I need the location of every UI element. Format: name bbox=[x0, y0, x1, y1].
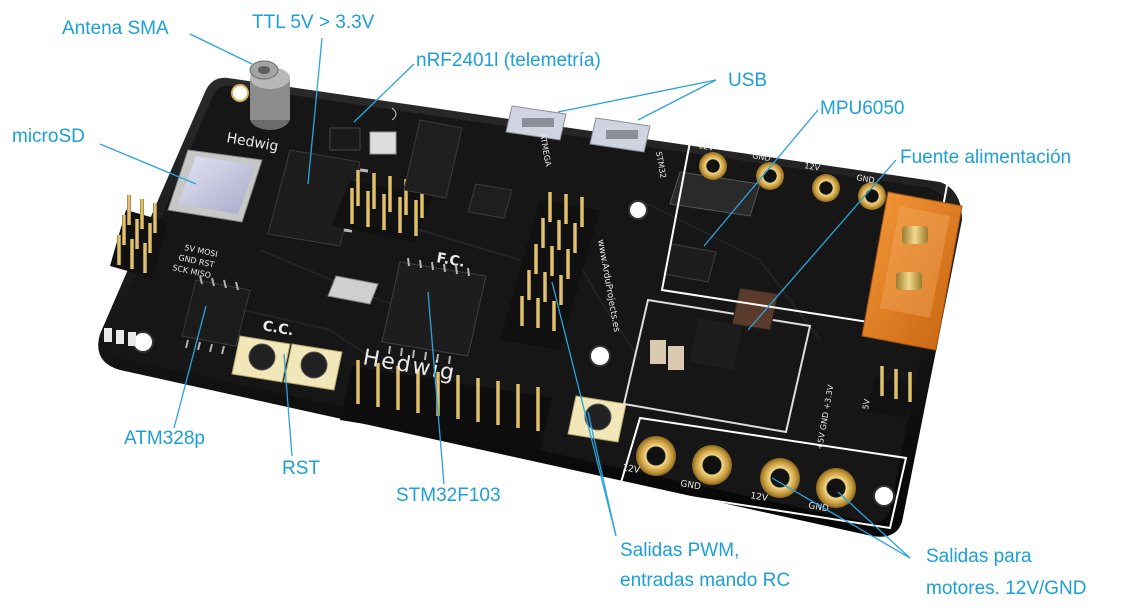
power-supply-module bbox=[622, 287, 812, 434]
callout-stm32f103: STM32F103 bbox=[396, 485, 501, 506]
atm328p-chip bbox=[181, 275, 251, 355]
leader-usb-2 bbox=[637, 79, 717, 121]
callout-antena-sma: Antena SMA bbox=[62, 18, 169, 39]
callout-pwm-line2: entradas mando RC bbox=[620, 570, 791, 591]
usb-ports bbox=[505, 105, 651, 153]
callout-usb: USB bbox=[728, 70, 768, 91]
silk-12v-top2: 12V bbox=[804, 161, 821, 173]
silk-5v: 5V bbox=[861, 398, 872, 410]
center-pin-header bbox=[332, 170, 432, 242]
leader-lines bbox=[99, 33, 911, 559]
silk-gnd-a: GND bbox=[679, 479, 701, 492]
pwm-rc-pin-header bbox=[500, 192, 600, 350]
sma-antenna-connector bbox=[249, 60, 290, 130]
leader-motor-2 bbox=[837, 491, 911, 559]
silk-gnd-top: GND bbox=[752, 151, 772, 163]
leader-antena bbox=[189, 33, 253, 65]
leader-stm bbox=[427, 291, 445, 485]
silk-gnd-top2: GND bbox=[856, 173, 876, 185]
bottom-pin-header bbox=[340, 360, 552, 452]
motor-output-pads bbox=[618, 416, 908, 530]
leader-nrf bbox=[353, 63, 415, 123]
callout-mpu6050: MPU6050 bbox=[820, 98, 905, 119]
callout-pwm-line1: Salidas PWM, bbox=[620, 540, 740, 561]
callout-atm328p: ATM328p bbox=[124, 428, 205, 449]
leader-motor-1 bbox=[771, 477, 911, 559]
leader-rst bbox=[283, 353, 293, 457]
silk-cc: C.C. bbox=[261, 318, 294, 339]
crystal-oscillator bbox=[327, 275, 379, 305]
leader-mpu bbox=[703, 109, 819, 247]
leader-pwm-2 bbox=[587, 411, 617, 537]
stm32f103-chip bbox=[381, 257, 487, 365]
leader-usb-1 bbox=[557, 79, 717, 113]
isp-pin-header bbox=[110, 195, 168, 278]
silk-12v-top: 12V bbox=[698, 141, 715, 153]
leader-atm bbox=[173, 305, 207, 429]
leader-pwm-1 bbox=[551, 281, 617, 537]
usb-serial-chips bbox=[403, 119, 513, 219]
leader-fuente bbox=[747, 159, 897, 331]
silk-12v-a: 12V bbox=[621, 463, 641, 476]
silk-fc: F.C. bbox=[435, 250, 466, 271]
leader-microsd bbox=[99, 143, 197, 185]
callout-ttl: TTL 5V > 3.3V bbox=[252, 12, 375, 33]
leader-ttl bbox=[307, 37, 323, 185]
microsd-slot bbox=[167, 149, 263, 223]
callout-rst: RST bbox=[282, 458, 320, 479]
callout-motores-line1: Salidas para bbox=[926, 546, 1032, 567]
reset-buttons bbox=[231, 335, 627, 443]
power-input-connector bbox=[861, 191, 963, 351]
power-switch bbox=[669, 171, 761, 217]
callout-fuente: Fuente alimentación bbox=[900, 147, 1072, 168]
silk-12v-b: 12V bbox=[749, 491, 769, 504]
status-leds bbox=[104, 328, 136, 346]
callout-motores-line2: motores. 12V/GND bbox=[926, 578, 1087, 599]
callout-nrf: nRF2401l (telemetría) bbox=[416, 50, 601, 71]
nrf24-module bbox=[329, 107, 397, 155]
silk-gnd-b: GND bbox=[807, 501, 829, 514]
right-small-header bbox=[866, 366, 916, 418]
silkscreen: Hedwig Hedwig F.C. C.C. www.ArduProjects… bbox=[172, 130, 876, 514]
callout-microsd: microSD bbox=[12, 126, 85, 147]
